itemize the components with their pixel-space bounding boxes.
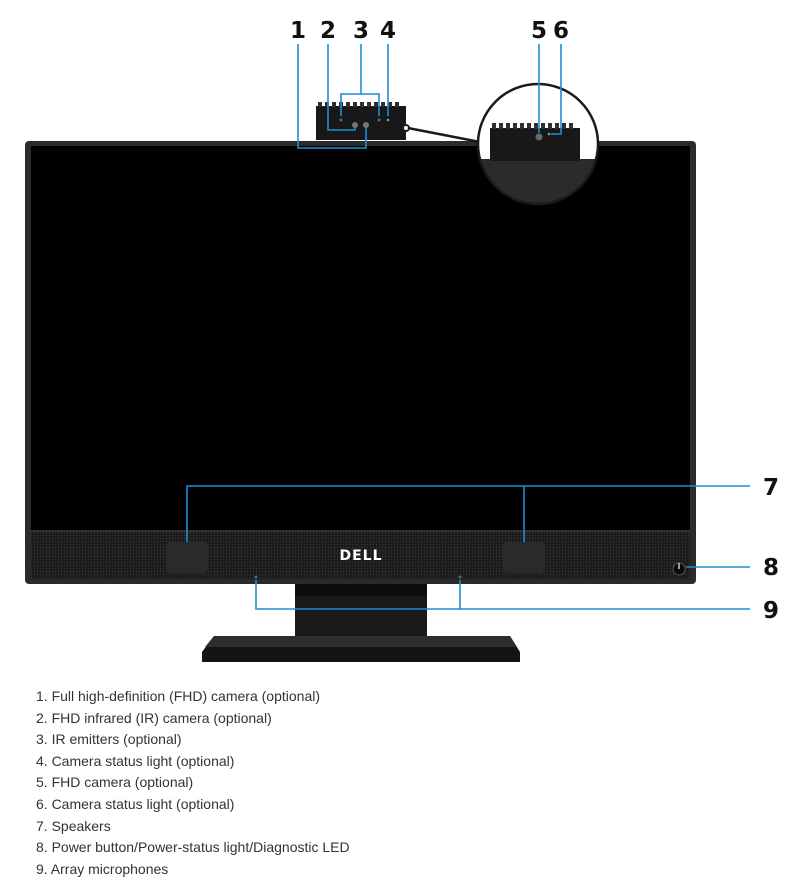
callout-4: 4 [380, 18, 396, 44]
callout-numbers: 1 2 3 4 5 6 7 8 9 [290, 18, 779, 624]
legend-item: 4. Camera status light (optional) [36, 752, 235, 769]
callout-6: 6 [553, 18, 569, 44]
monitor-body: DELL [25, 141, 696, 584]
callout-5: 5 [531, 18, 547, 44]
legend-item: 8. Power button/Power-status light/Diagn… [36, 839, 350, 856]
monitor-front-diagram: DELL [25, 18, 779, 662]
speaker-right [503, 542, 545, 573]
speaker-bar [31, 530, 690, 579]
callout-3: 3 [353, 18, 369, 44]
callout-lines [186, 44, 750, 610]
legend-item: 1. Full high-definition (FHD) camera (op… [36, 688, 320, 704]
callout-9: 9 [763, 598, 779, 624]
camera-module [316, 102, 410, 140]
dell-logo: DELL [339, 548, 382, 564]
microphone-right [458, 575, 462, 579]
display-screen [31, 146, 690, 530]
monitor-stand [202, 582, 520, 662]
callout-2: 2 [320, 18, 336, 44]
callout-7: 7 [763, 475, 779, 501]
legend-item: 9. Array microphones [36, 860, 169, 877]
legend-item: 7. Speakers [36, 817, 111, 834]
speaker-left [166, 542, 208, 573]
legend-list: 1. Full high-definition (FHD) camera (op… [36, 686, 350, 880]
legend-item: 6. Camera status light (optional) [36, 795, 235, 812]
legend-item: 2. FHD infrared (IR) camera (optional) [36, 709, 272, 726]
microphone-left [254, 575, 258, 579]
legend-item: 5. FHD camera (optional) [36, 774, 194, 791]
legend-item: 3. IR emitters (optional) [36, 731, 182, 748]
callout-8: 8 [763, 555, 779, 581]
callout-1: 1 [290, 18, 306, 44]
